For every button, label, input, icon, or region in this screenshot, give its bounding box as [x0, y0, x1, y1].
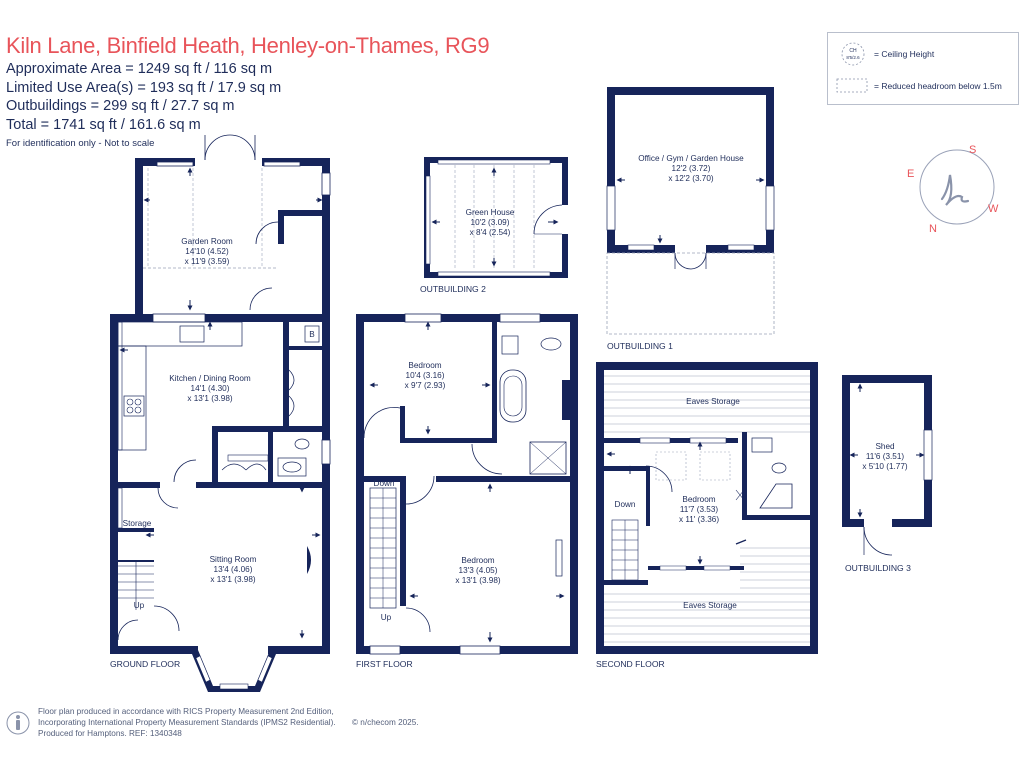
- ground-up-label: Up: [134, 601, 145, 610]
- garden-room-dim2: x 11'9 (3.59): [185, 257, 230, 266]
- bedroom-2-dim1: 13'3 (4.05): [459, 566, 498, 575]
- eaves-storage-bottom: Eaves Storage: [683, 601, 737, 610]
- bedroom-3-name: Bedroom: [682, 495, 715, 504]
- footer: Floor plan produced in accordance with R…: [38, 706, 336, 740]
- bedroom-1-name: Bedroom: [408, 361, 441, 370]
- bedroom-1-dim2: x 9'7 (2.93): [405, 381, 446, 390]
- ceiling-height-label: = Ceiling Height: [874, 49, 935, 59]
- ch-top-label: CH: [849, 48, 857, 54]
- accessibility-person-icon: [6, 711, 30, 735]
- garden-room-dim1: 14'10 (4.52): [185, 247, 229, 256]
- kitchen-dim1: 14'1 (4.30): [191, 384, 230, 393]
- greenhouse-dim1: 10'2 (3.09): [471, 218, 510, 227]
- footer-brand: © n/checom 2025.: [352, 718, 419, 727]
- room-labels: Garden Room 14'10 (4.52) x 11'9 (3.59) K…: [123, 154, 908, 622]
- compass-e: E: [907, 168, 914, 180]
- outbuilding-1-label: OUTBUILDING 1: [607, 341, 673, 351]
- garden-room-walls: [135, 134, 331, 322]
- shed-dim1: 11'6 (3.51): [866, 452, 905, 461]
- office-name: Office / Gym / Garden House: [638, 154, 744, 163]
- total-area: Total = 1741 sq ft / 161.6 sq m: [6, 116, 201, 133]
- compass-logo-icon: [940, 174, 970, 206]
- kitchen-name: Kitchen / Dining Room: [169, 374, 251, 383]
- floor-labels: GROUND FLOOR FIRST FLOOR SECOND FLOOR OU…: [110, 284, 911, 669]
- ground-floor: [110, 134, 331, 692]
- identification-note: For identification only - Not to scale: [6, 138, 155, 149]
- ceiling-height-icon: [841, 42, 865, 66]
- limited-use-area: Limited Use Area(s) = 193 sq ft / 17.9 s…: [6, 79, 282, 96]
- second-down-label: Down: [615, 500, 636, 509]
- ch-bottom-label: 8'5/2.6: [846, 55, 860, 60]
- reduced-headroom-label: = Reduced headroom below 1.5m: [874, 81, 1002, 91]
- shed-dim2: x 5'10 (1.77): [862, 462, 908, 471]
- first-down-label: Down: [374, 479, 395, 488]
- outbuilding-3: [842, 375, 933, 556]
- kitchen-dim2: x 13'1 (3.98): [187, 394, 233, 403]
- office-dim2: x 12'2 (3.70): [668, 174, 714, 183]
- office-dim1: 12'2 (3.72): [672, 164, 711, 173]
- legend-key: CH 8'5/2.6 = Ceiling Height = Reduced he…: [827, 32, 1019, 105]
- compass-n: N: [929, 223, 937, 235]
- compass-ring: [919, 149, 995, 225]
- eaves-storage-top: Eaves Storage: [686, 397, 740, 406]
- property-title: Kiln Lane, Binfield Heath, Henley-on-Tha…: [6, 33, 490, 58]
- first-floor-label: FIRST FLOOR: [356, 659, 413, 669]
- sitting-room-dim2: x 13'1 (3.98): [210, 575, 256, 584]
- outbuilding-3-label: OUTBUILDING 3: [845, 563, 911, 573]
- shed-name: Shed: [875, 442, 895, 451]
- legend-graphics: CH 8'5/2.6: [836, 42, 868, 93]
- footer-line-1: Floor plan produced in accordance with R…: [38, 707, 334, 716]
- sitting-room-dim1: 13'4 (4.06): [214, 565, 253, 574]
- bedroom-2-name: Bedroom: [461, 556, 494, 565]
- bedroom-1-dim1: 10'4 (3.16): [406, 371, 445, 380]
- second-floor: [596, 362, 818, 654]
- outbuildings-area: Outbuildings = 299 sq ft / 27.7 sq m: [6, 98, 235, 114]
- greenhouse-name: Green House: [466, 208, 515, 217]
- storage-label: Storage: [123, 519, 152, 528]
- outbuilding-1: [606, 87, 775, 335]
- outbuilding-2: [424, 157, 568, 278]
- footer-line-3: Produced for Hamptons. REF: 1340348: [38, 729, 182, 739]
- sitting-room-name: Sitting Room: [210, 555, 257, 564]
- header: Kiln Lane, Binfield Heath, Henley-on-Tha…: [6, 32, 490, 149]
- outbuilding-2-label: OUTBUILDING 2: [420, 284, 486, 294]
- garden-room-name: Garden Room: [181, 237, 233, 246]
- first-up-label: Up: [381, 613, 392, 622]
- reduced-headroom-icon: [836, 78, 868, 93]
- bedroom-2-dim2: x 13'1 (3.98): [455, 576, 501, 585]
- ground-floor-label: GROUND FLOOR: [110, 659, 180, 669]
- footer-line-2: Incorporating International Property Mea…: [38, 718, 336, 728]
- approx-area: Approximate Area = 1249 sq ft / 116 sq m: [6, 61, 273, 77]
- ground-dimension-arrows: [119, 167, 323, 639]
- compass-s: S: [969, 144, 976, 156]
- kitchen-walls: [110, 313, 331, 692]
- greenhouse-dim2: x 8'4 (2.54): [470, 228, 511, 237]
- bedroom-3-dim2: x 11' (3.36): [679, 515, 719, 524]
- second-floor-label: SECOND FLOOR: [596, 659, 665, 669]
- boiler-label: B: [309, 330, 315, 339]
- bedroom-3-dim1: 11'7 (3.53): [680, 505, 719, 514]
- first-floor: [356, 313, 578, 655]
- first-dimension-arrows: [369, 321, 565, 643]
- compass-w: W: [988, 203, 999, 215]
- compass: S W N E: [907, 144, 999, 235]
